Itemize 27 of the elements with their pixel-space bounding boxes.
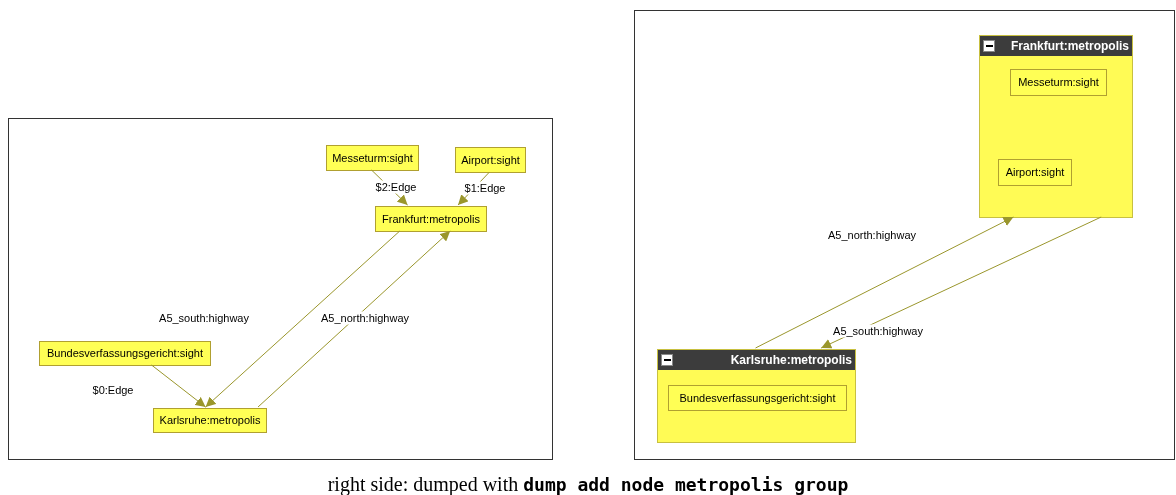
panel-frame [8, 118, 553, 460]
group-title: Frankfurt:metropolis [1011, 38, 1130, 55]
caption: right side: dumped with dump add node metropolis group [326, 472, 850, 495]
node-box: Airport:sight [455, 147, 526, 173]
node-box: Karlsruhe:metropolis [153, 408, 267, 433]
node-box: Bundesverfassungsgericht:sight [668, 385, 847, 411]
node-box: Bundesverfassungsgericht:sight [39, 341, 211, 366]
node-box: Messeturm:sight [1010, 69, 1107, 96]
edge-label: A5_south:highway [832, 324, 924, 338]
edge-label: $0:Edge [91, 383, 135, 397]
group-title: Karlsruhe:metropolis [730, 352, 853, 369]
arrow [755, 216, 1014, 349]
edge-label: A5_south:highway [158, 311, 250, 325]
node-box: Messeturm:sight [326, 145, 419, 171]
arrow [257, 230, 451, 408]
edge-label: A5_north:highway [826, 228, 918, 242]
group-box [979, 35, 1133, 218]
edge-label: $2:Edge [374, 180, 418, 194]
node-box: Frankfurt:metropolis [375, 206, 487, 232]
group-box [657, 349, 856, 443]
panel-frame [634, 10, 1175, 460]
arrow [205, 230, 401, 408]
node-box: Airport:sight [998, 159, 1072, 186]
arrow [151, 364, 207, 408]
edge-label: $1:Edge [463, 181, 507, 195]
edge-label: A5_north:highway [319, 311, 411, 325]
arrow [820, 216, 1102, 349]
